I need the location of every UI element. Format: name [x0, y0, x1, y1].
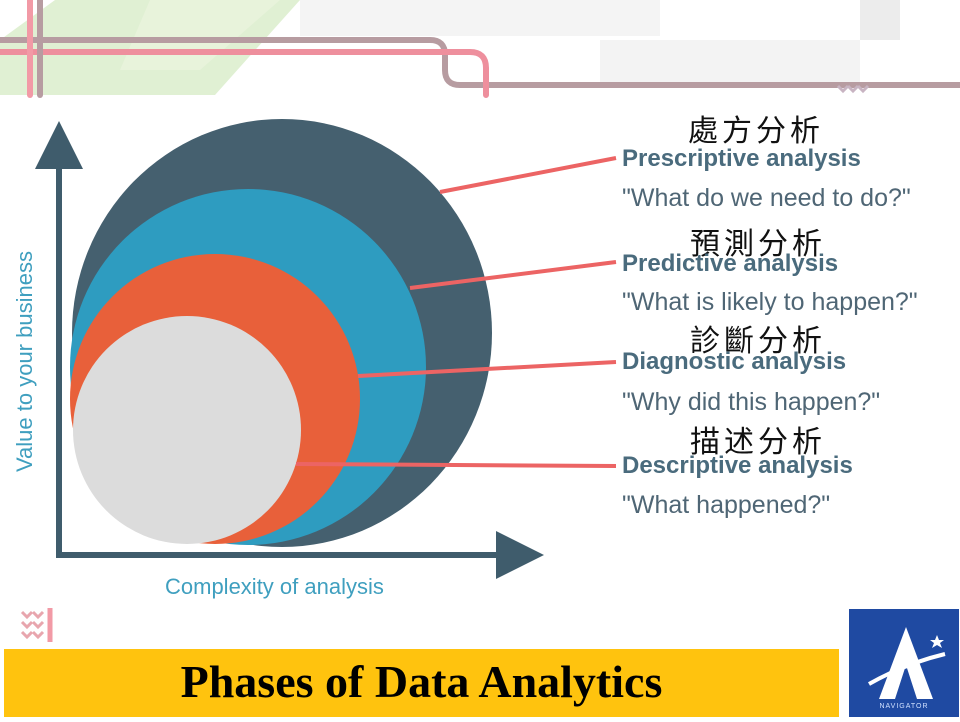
- descriptive-label: Descriptive analysis: [622, 452, 853, 479]
- header-pattern: [0, 0, 900, 95]
- descriptive-connector: [295, 462, 617, 468]
- prescriptive-question: "What do we need to do?": [622, 184, 911, 212]
- diagnostic-connector: [357, 360, 617, 378]
- header-stripes: [0, 0, 960, 98]
- descriptive-cjk-label: 描述分析: [690, 425, 826, 460]
- diagnostic-label: Diagnostic analysis: [622, 348, 847, 375]
- predictive-cjk-label: 預測分析: [690, 227, 826, 262]
- chevron-icons: [836, 84, 870, 94]
- descriptive-circle: [73, 316, 301, 544]
- slide-title: Phases of Data Analytics: [180, 656, 663, 707]
- prescriptive-cjk-label: 處方分析: [688, 114, 824, 149]
- x-axis-label: Complexity of analysis: [165, 574, 384, 599]
- header-decoration: [0, 0, 960, 98]
- diagnostic-cjk-label: 診斷分析: [690, 324, 826, 359]
- diagnostic-question: "Why did this happen?": [622, 388, 881, 416]
- navigator-logo: NAVIGATOR: [849, 609, 959, 717]
- prescriptive-connector: [439, 156, 617, 194]
- y-axis-label: Value to your business: [12, 251, 37, 472]
- prescriptive-label: Prescriptive analysis: [622, 145, 861, 172]
- title-bar: Phases of Data Analytics: [4, 649, 839, 717]
- logo-text: NAVIGATOR: [879, 703, 929, 710]
- descriptive-question: "What happened?": [622, 491, 831, 519]
- chevron-icon: [20, 610, 45, 640]
- predictive-question: "What is likely to happen?": [622, 288, 918, 316]
- navigator-a-icon: [868, 627, 946, 699]
- predictive-label: Predictive analysis: [622, 250, 839, 277]
- predictive-connector: [409, 260, 617, 290]
